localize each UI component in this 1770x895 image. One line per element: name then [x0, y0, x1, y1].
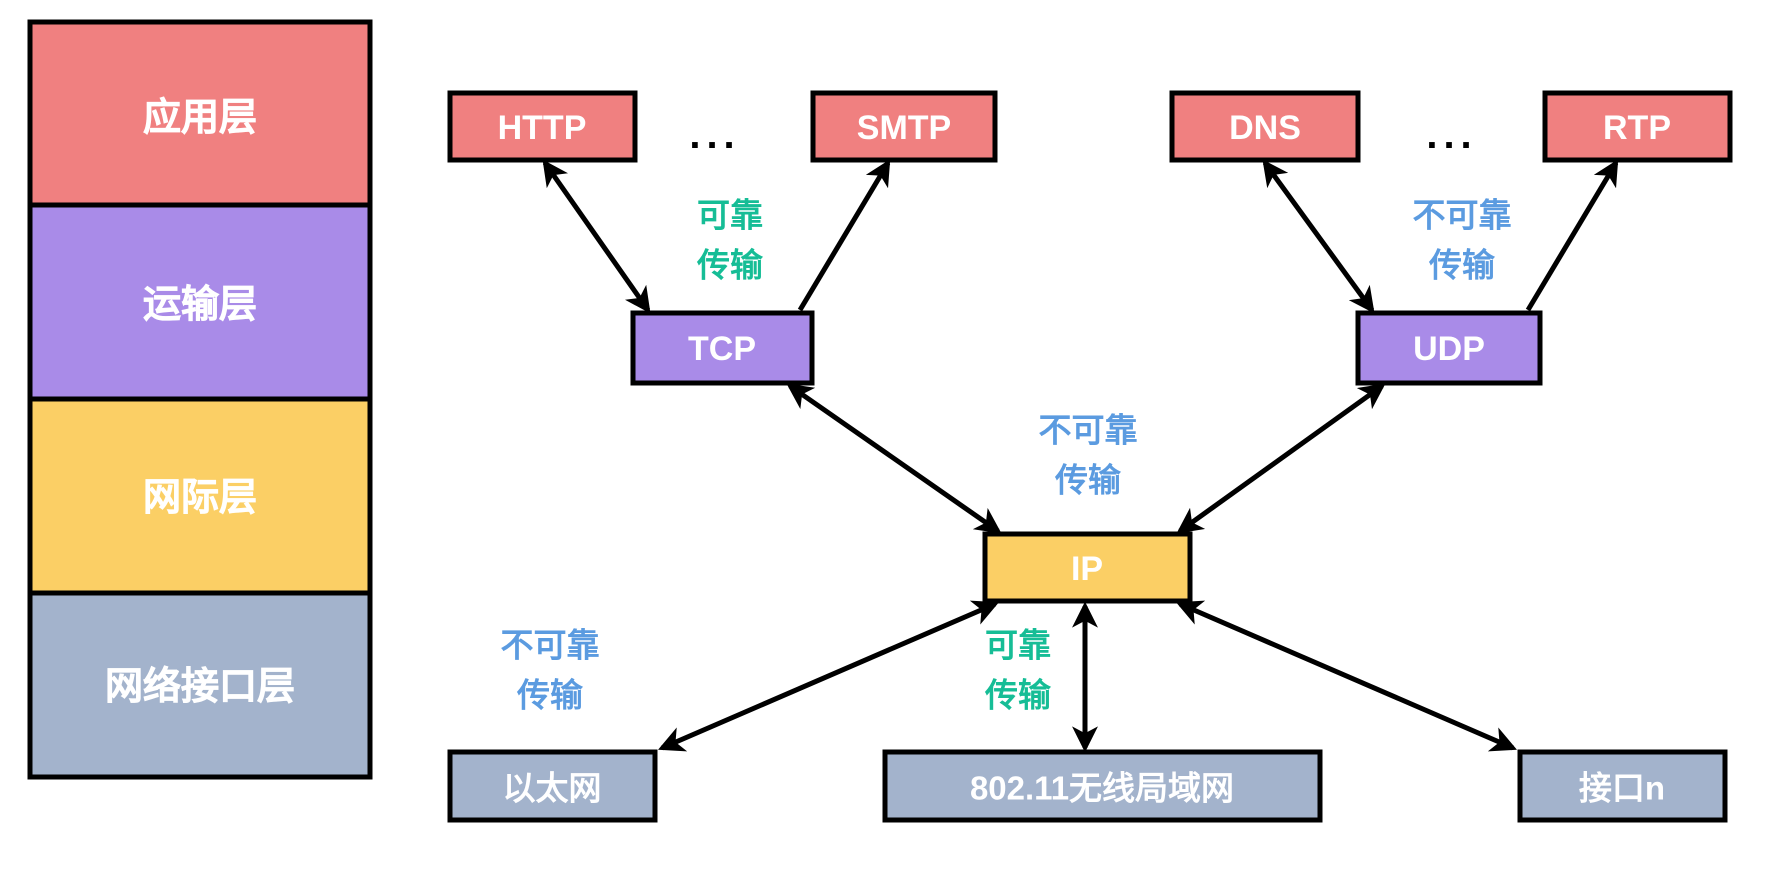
- annotation-link-reliable-line2: 传输: [984, 677, 1052, 714]
- node-wlan80211[interactable]: 802.11无线局域网: [882, 749, 1323, 823]
- node-ip-label: IP: [1071, 550, 1103, 588]
- annotation-link-unreliable-line1: 不可靠: [501, 627, 600, 664]
- layer-internet-label: 网际层: [143, 477, 257, 519]
- edge-rtp-udp: [1525, 159, 1619, 312]
- network-interface-nodes: 以太网 802.11无线局域网 接口n: [447, 749, 1728, 823]
- ellipsis-group: ... ...: [689, 113, 1477, 157]
- layer-transport-label: 运输层: [143, 284, 257, 326]
- node-smtp[interactable]: SMTP: [810, 90, 998, 163]
- annotation-tcp-reliable: 可靠 传输: [696, 197, 764, 284]
- annotation-link-unreliable-line2: 传输: [516, 677, 584, 714]
- transport-protocol-nodes: TCP UDP: [630, 310, 1543, 386]
- annotation-tcp-reliable-line1: 可靠: [697, 197, 763, 234]
- node-rtp[interactable]: RTP: [1542, 90, 1733, 163]
- ellipsis-right-icon: ...: [1426, 113, 1477, 157]
- edge-smtp-tcp: [797, 159, 891, 312]
- annotation-link-reliable: 可靠 传输: [984, 627, 1052, 714]
- annotation-ip-unreliable: 不可靠 传输: [1039, 412, 1138, 499]
- edge-tcp-ip: [786, 383, 1002, 534]
- layer-stack: 应用层 运输层 网际层 网络接口层: [27, 19, 373, 780]
- node-ethernet-label: 以太网: [503, 770, 602, 807]
- node-ethernet[interactable]: 以太网: [447, 749, 658, 823]
- layer-transport[interactable]: 运输层: [27, 202, 373, 402]
- node-dns[interactable]: DNS: [1169, 90, 1361, 163]
- node-interface-n-label: 接口n: [1579, 770, 1665, 807]
- annotation-group: 可靠 传输 不可靠 传输 不可靠 传输 不可靠 传输 可靠 传输: [501, 197, 1512, 714]
- node-wlan80211-label: 802.11无线局域网: [970, 770, 1234, 807]
- ellipsis-left-icon: ...: [689, 113, 740, 157]
- node-interface-n[interactable]: 接口n: [1517, 749, 1728, 823]
- node-rtp-label: RTP: [1603, 109, 1671, 147]
- annotation-tcp-reliable-line2: 传输: [696, 247, 764, 284]
- edge-ip-interfacen: [1176, 600, 1517, 752]
- internet-protocol-nodes: IP: [982, 531, 1193, 604]
- node-ip[interactable]: IP: [982, 531, 1193, 604]
- annotation-udp-unreliable-line1: 不可靠: [1413, 197, 1512, 234]
- node-tcp[interactable]: TCP: [630, 310, 815, 386]
- node-tcp-label: TCP: [688, 330, 756, 368]
- edge-udp-ip: [1176, 383, 1386, 534]
- edge-ip-ethernet: [658, 600, 999, 752]
- layer-application[interactable]: 应用层: [27, 19, 373, 208]
- node-http[interactable]: HTTP: [447, 90, 638, 163]
- layer-network-interface-label: 网络接口层: [105, 665, 295, 708]
- layer-network-interface[interactable]: 网络接口层: [27, 590, 373, 780]
- application-protocol-nodes: HTTP SMTP DNS RTP: [447, 90, 1733, 163]
- annotation-ip-unreliable-line1: 不可靠: [1039, 412, 1138, 449]
- node-udp[interactable]: UDP: [1355, 310, 1543, 386]
- edge-http-tcp: [542, 159, 651, 314]
- edge-group: [542, 159, 1619, 753]
- annotation-udp-unreliable-line2: 传输: [1428, 247, 1496, 284]
- annotation-link-unreliable: 不可靠 传输: [501, 627, 600, 714]
- node-udp-label: UDP: [1413, 330, 1485, 368]
- node-smtp-label: SMTP: [857, 109, 951, 147]
- layer-internet[interactable]: 网际层: [27, 396, 373, 596]
- annotation-ip-unreliable-line2: 传输: [1054, 462, 1122, 499]
- annotation-udp-unreliable: 不可靠 传输: [1413, 197, 1512, 284]
- edge-dns-udp: [1262, 159, 1375, 314]
- layer-application-label: 应用层: [143, 97, 257, 139]
- node-http-label: HTTP: [498, 109, 587, 147]
- node-dns-label: DNS: [1229, 109, 1301, 147]
- annotation-link-reliable-line1: 可靠: [985, 627, 1051, 664]
